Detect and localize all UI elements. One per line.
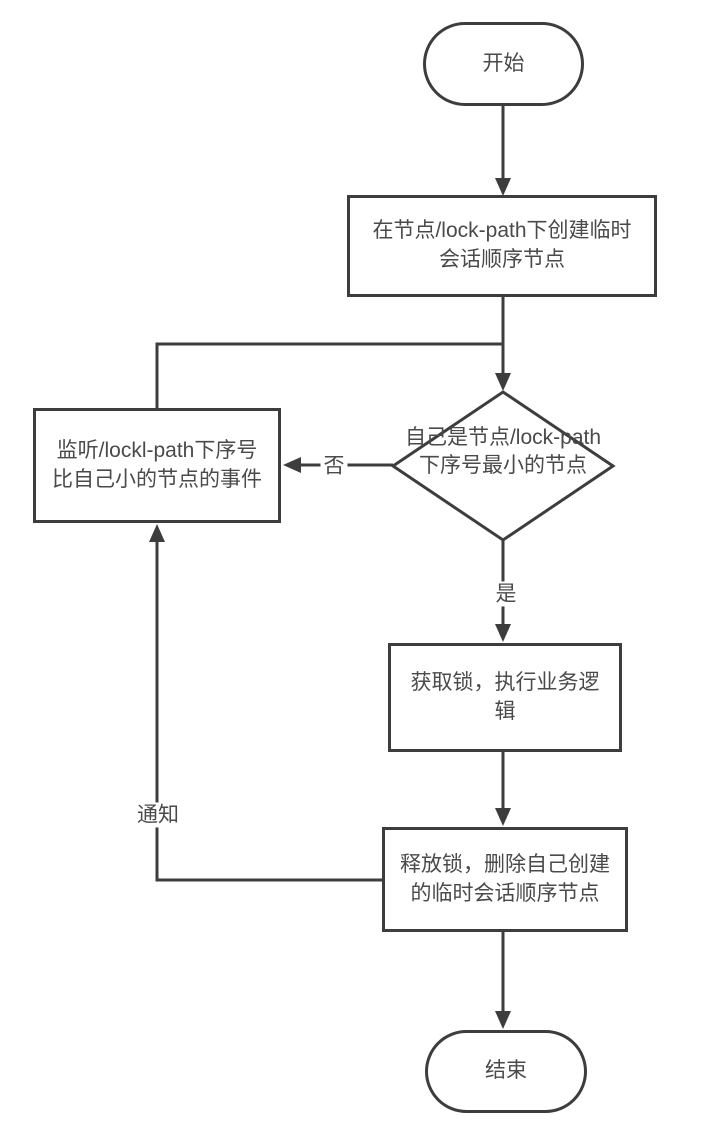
arrowhead-down-icon bbox=[495, 1011, 511, 1029]
end-terminator: 结束 bbox=[425, 1030, 587, 1113]
edge-label-notify: 通知 bbox=[134, 802, 182, 828]
end-label: 结束 bbox=[485, 1059, 527, 1083]
arrowhead-down-icon bbox=[495, 624, 511, 642]
arrowhead-down-icon bbox=[495, 373, 511, 391]
release-lock-box: 释放锁，删除自己创建的临时会话顺序节点 bbox=[382, 827, 628, 932]
arrowhead-up-icon bbox=[149, 524, 165, 542]
edge-label-yes: 是 bbox=[492, 581, 520, 607]
create-node-box: 在节点/lock-path下创建临时会话顺序节点 bbox=[347, 195, 657, 297]
start-label: 开始 bbox=[482, 51, 525, 75]
listen-box: 监听/lockl-path下序号比自己小的节点的事件 bbox=[33, 408, 281, 523]
decision-diamond-shape bbox=[390, 390, 616, 542]
arrowhead-left-icon bbox=[283, 457, 301, 473]
acquire-lock-label: 获取锁，执行业务逻辑 bbox=[410, 670, 600, 723]
create-node-label: 在节点/lock-path下创建临时会话顺序节点 bbox=[372, 219, 632, 271]
arrowhead-down-icon bbox=[495, 808, 511, 826]
decision-diamond-label: 自己是节点/lock-path下序号最小的节点 bbox=[404, 426, 602, 477]
edge-label-no: 否 bbox=[320, 453, 348, 479]
listen-label: 监听/lockl-path下序号比自己小的节点的事件 bbox=[52, 438, 262, 491]
arrowhead-down-icon bbox=[495, 178, 511, 196]
acquire-lock-box: 获取锁，执行业务逻辑 bbox=[388, 643, 622, 752]
release-lock-label: 释放锁，删除自己创建的临时会话顺序节点 bbox=[400, 852, 610, 905]
start-terminator: 开始 bbox=[423, 22, 584, 106]
connector-release-to-listen-notify bbox=[155, 541, 382, 882]
connector-listen-to-decision-loop bbox=[155, 342, 504, 408]
